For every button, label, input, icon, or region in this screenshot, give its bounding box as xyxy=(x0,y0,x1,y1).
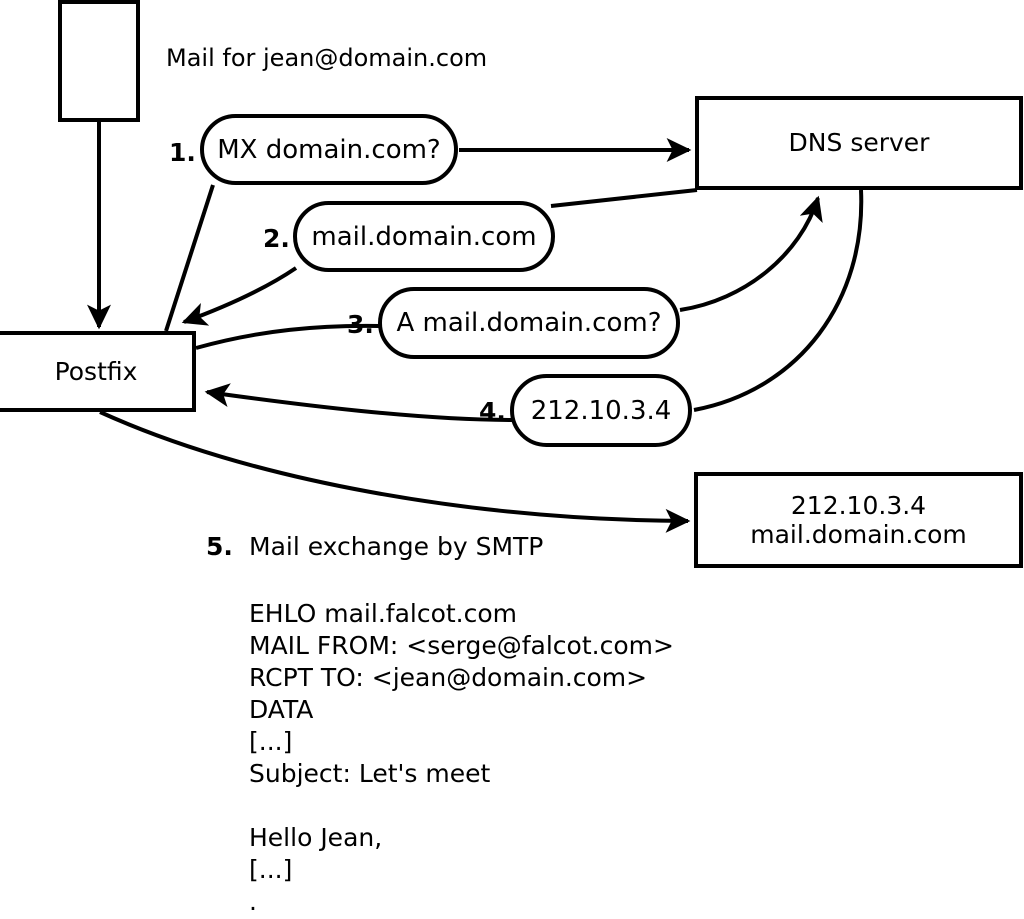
edge-step4-to-postfix xyxy=(204,383,513,422)
step-3-message-label: A mail.domain.com? xyxy=(396,308,662,338)
step-1-message-label: MX domain.com? xyxy=(217,134,441,165)
mail-server-node[interactable]: 212.10.3.4 mail.domain.com xyxy=(694,472,1023,568)
mail-for-caption: Mail for jean@domain.com xyxy=(166,44,488,72)
postfix-node[interactable]: Postfix xyxy=(0,331,196,412)
step-1-message-pill[interactable]: MX domain.com? xyxy=(200,114,458,185)
postfix-label: Postfix xyxy=(54,356,138,386)
edge-step1-tail-to-postfix xyxy=(164,184,215,332)
sender-node[interactable] xyxy=(58,0,140,122)
mail-server-label: 212.10.3.4 mail.domain.com xyxy=(750,490,967,550)
step-3-message-pill[interactable]: A mail.domain.com? xyxy=(378,287,680,359)
step-1-number: 1. xyxy=(169,138,196,167)
edge-dns-to-step2 xyxy=(550,188,698,208)
dns-server-node[interactable]: DNS server xyxy=(695,96,1023,190)
edge-step2-to-postfix xyxy=(181,266,298,326)
step-5-message-label: Mail exchange by SMTP xyxy=(249,532,544,561)
step-5-number: 5. xyxy=(206,532,233,561)
step-3-number: 3. xyxy=(347,310,374,339)
step-4-number: 4. xyxy=(479,397,506,426)
edge-dns-to-step4 xyxy=(693,189,864,412)
step-4-message-pill[interactable]: 212.10.3.4 xyxy=(510,374,692,447)
step-2-message-pill[interactable]: mail.domain.com xyxy=(293,201,555,272)
dns-server-label: DNS server xyxy=(788,128,930,158)
edge-step3-to-dns xyxy=(679,195,823,312)
step-2-message-label: mail.domain.com xyxy=(311,221,537,252)
step-2-number: 2. xyxy=(263,224,290,253)
smtp-transcript: EHLO mail.falcot.com MAIL FROM: <serge@f… xyxy=(249,599,674,916)
step-4-message-label: 212.10.3.4 xyxy=(530,395,672,426)
